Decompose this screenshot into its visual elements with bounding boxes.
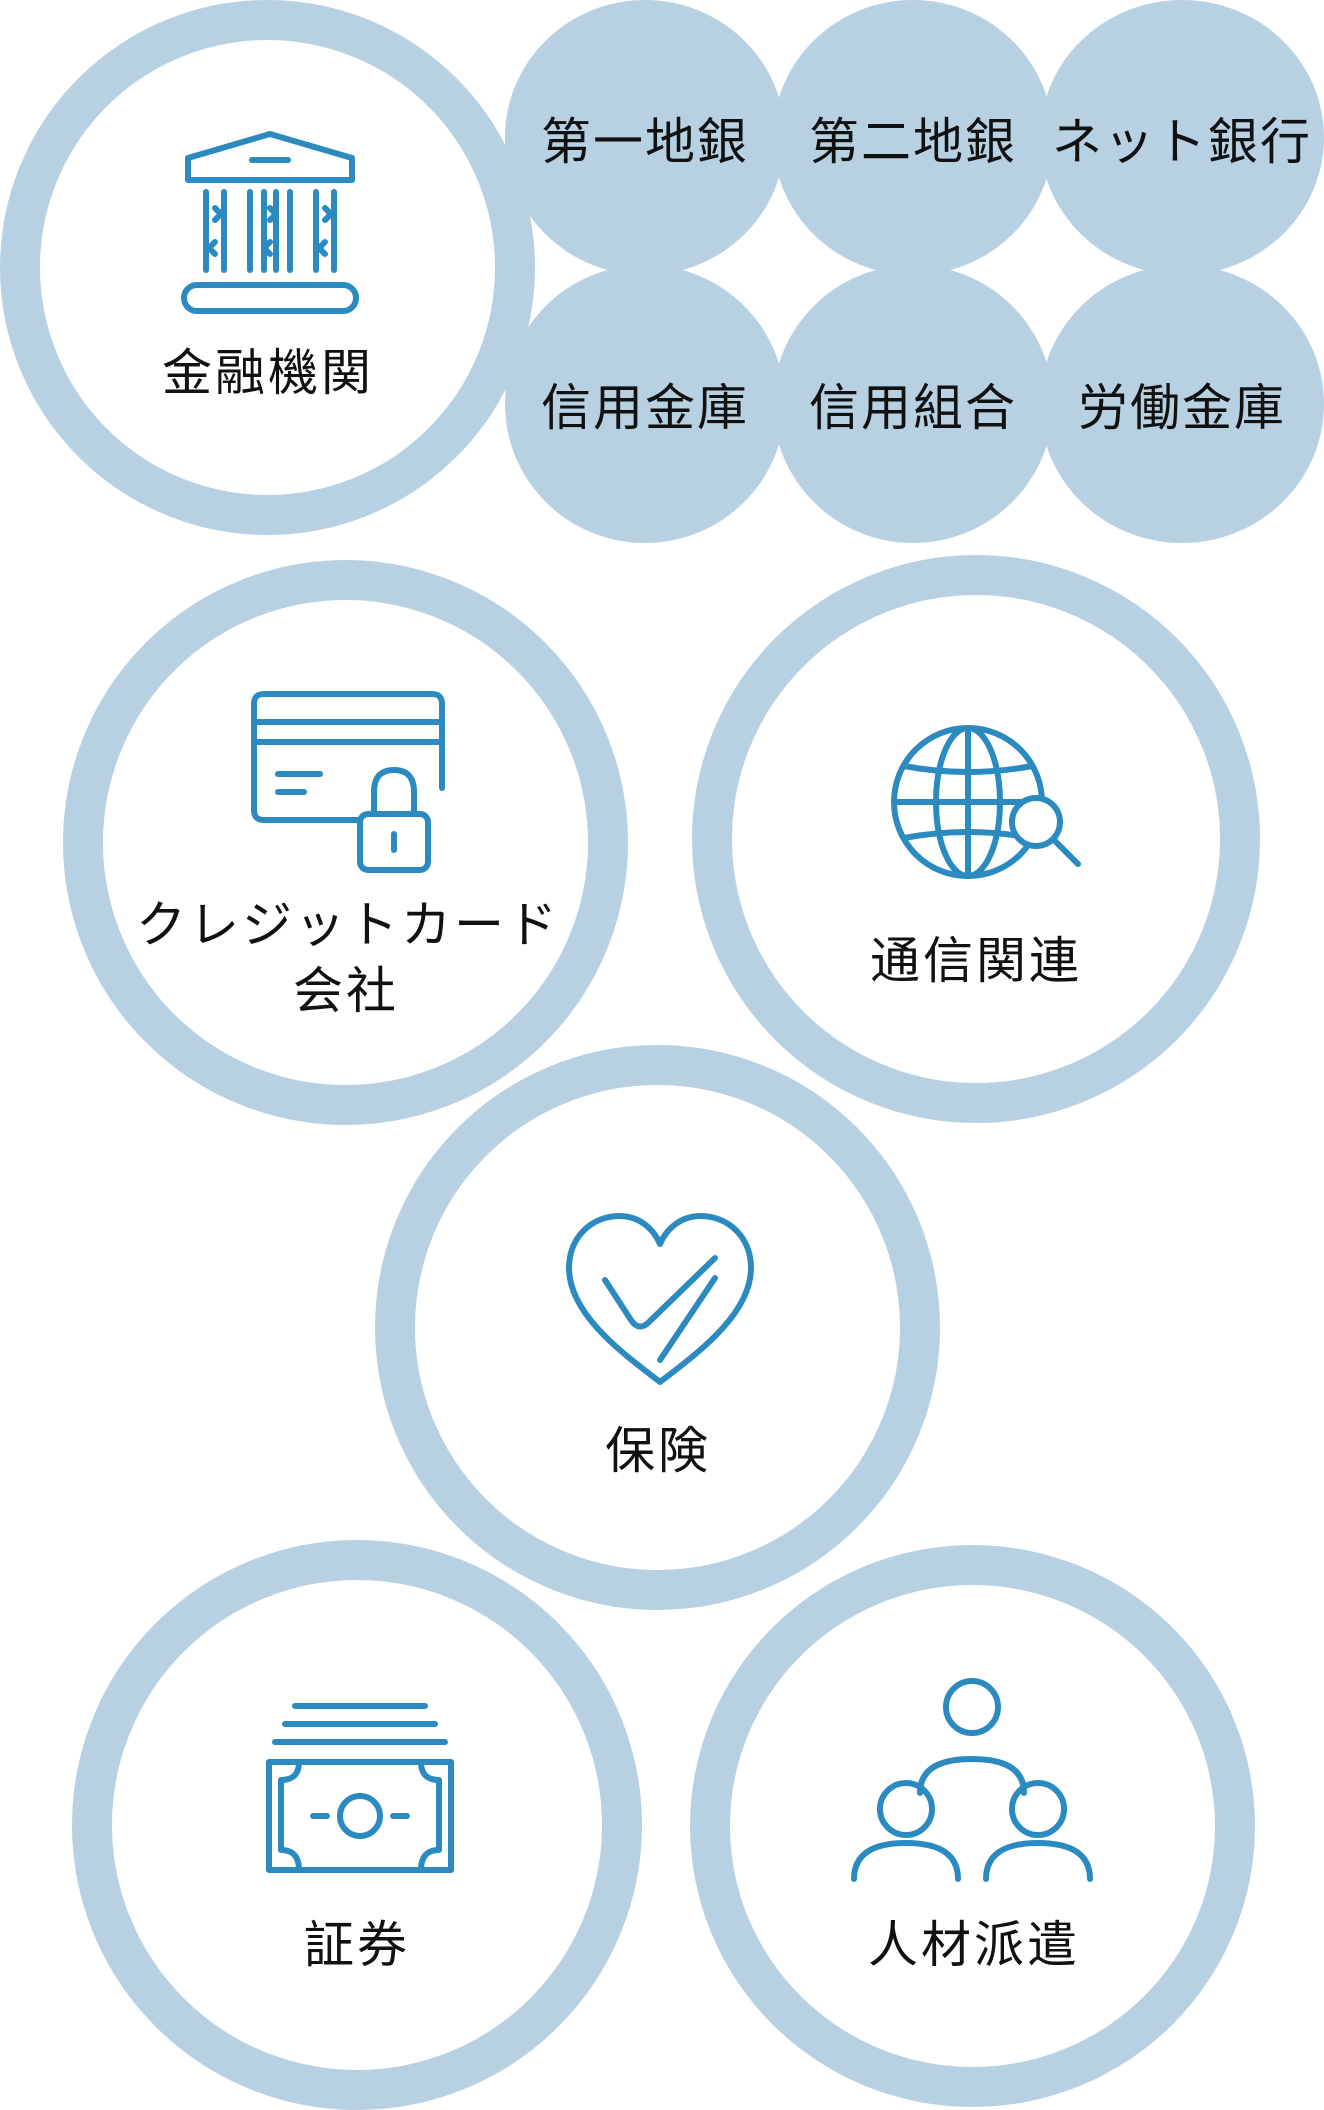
subtype-label: 信用金庫 [541,379,749,437]
globe-search-icon [891,725,1081,879]
people-network-icon [851,1678,1093,1882]
subtype-net-bank: ネット銀行 [1040,0,1324,275]
subtype-labour-bank: 労働金庫 [1040,265,1324,543]
securities-label: 証券 [304,1916,410,1974]
credit-card-label: クレジットカード 会社 [136,892,560,1024]
subtype-label: 第一地銀 [541,112,749,171]
subtype-credit-cooperative: 信用組合 [773,265,1053,543]
staffing-label: 人材派遣 [868,1916,1080,1974]
telecom-label: 通信関連 [870,932,1082,990]
banknote-stack-icon [266,1703,454,1873]
subtype-label: 信用組合 [809,379,1017,437]
subtype-first-regional-bank: 第一地銀 [505,0,785,275]
subtype-label: ネット銀行 [1052,112,1312,171]
credit-card-lock-icon [251,691,445,873]
credit-card-label-line2: 会社 [293,962,399,1020]
subtype-label: 第二地銀 [809,112,1017,171]
heart-check-icon [566,1213,754,1385]
credit-card-label-line1: クレジットカード [136,896,560,954]
subtype-second-regional-bank: 第二地銀 [773,0,1053,275]
financial-label: 金融機関 [162,344,374,402]
bank-building-icon [181,131,359,314]
insurance-label: 保険 [605,1422,711,1480]
subtype-label: 労働金庫 [1078,379,1286,437]
subtype-shinkin-bank: 信用金庫 [505,265,785,543]
